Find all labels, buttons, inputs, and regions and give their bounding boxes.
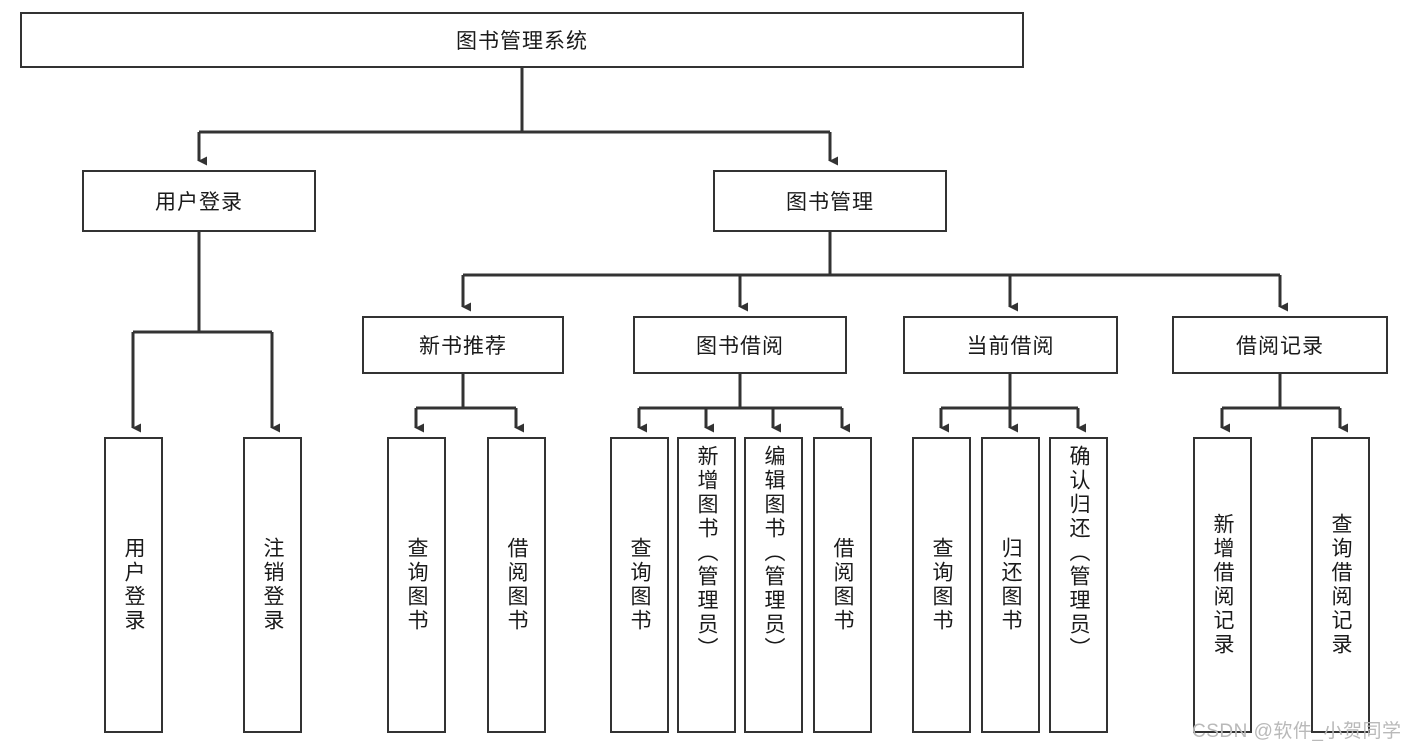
leaf-current-borrow-query[interactable]: 查询图书 — [912, 437, 971, 733]
leaf-label: 用户登录 — [122, 537, 145, 633]
leaf-current-borrow-return[interactable]: 归还图书 — [981, 437, 1040, 733]
node-current-borrow[interactable]: 当前借阅 — [903, 316, 1118, 374]
leaf-label: 查询借阅记录 — [1329, 513, 1352, 657]
leaf-new-book-query[interactable]: 查询图书 — [387, 437, 446, 733]
node-root-system[interactable]: 图书管理系统 — [20, 12, 1024, 68]
leaf-label: 归还图书 — [999, 537, 1022, 633]
leaf-label: 查询图书 — [628, 537, 651, 633]
leaf-label: 注销登录 — [261, 537, 284, 633]
leaf-book-borrow-add[interactable]: 新增图书（管理员） — [677, 437, 736, 733]
node-user-login-label: 用户登录 — [155, 191, 243, 214]
leaf-borrow-record-query[interactable]: 查询借阅记录 — [1311, 437, 1370, 733]
node-book-borrow[interactable]: 图书借阅 — [633, 316, 847, 374]
node-current-borrow-label: 当前借阅 — [966, 335, 1055, 358]
leaf-label: 确认归还（管理员） — [1067, 445, 1090, 661]
leaf-current-borrow-confirm-return[interactable]: 确认归还（管理员） — [1049, 437, 1108, 733]
leaf-book-borrow-borrow[interactable]: 借阅图书 — [813, 437, 872, 733]
leaf-label: 借阅图书 — [831, 537, 854, 633]
leaf-label: 查询图书 — [930, 537, 953, 633]
node-user-login[interactable]: 用户登录 — [82, 170, 316, 232]
leaf-label: 新增借阅记录 — [1211, 513, 1234, 657]
leaf-user-login-login[interactable]: 用户登录 — [104, 437, 163, 733]
leaf-label: 编辑图书（管理员） — [762, 445, 785, 661]
node-borrow-record[interactable]: 借阅记录 — [1172, 316, 1388, 374]
node-new-book-recommend-label: 新书推荐 — [419, 335, 507, 358]
leaf-label: 新增图书（管理员） — [695, 445, 718, 661]
node-book-management-label: 图书管理 — [786, 191, 874, 214]
node-new-book-recommend[interactable]: 新书推荐 — [362, 316, 564, 374]
node-borrow-record-label: 借阅记录 — [1236, 335, 1324, 358]
leaf-book-borrow-query[interactable]: 查询图书 — [610, 437, 669, 733]
node-root-system-label: 图书管理系统 — [456, 30, 588, 53]
csdn-watermark: CSDN @软件_小贺同学 — [1192, 721, 1402, 742]
node-book-borrow-label: 图书借阅 — [696, 335, 784, 358]
leaf-new-book-borrow[interactable]: 借阅图书 — [487, 437, 546, 733]
leaf-label: 借阅图书 — [505, 537, 528, 633]
leaf-label: 查询图书 — [405, 537, 428, 633]
leaf-book-borrow-edit[interactable]: 编辑图书（管理员） — [744, 437, 803, 733]
node-book-management[interactable]: 图书管理 — [713, 170, 947, 232]
leaf-borrow-record-add[interactable]: 新增借阅记录 — [1193, 437, 1252, 733]
leaf-user-login-logout[interactable]: 注销登录 — [243, 437, 302, 733]
